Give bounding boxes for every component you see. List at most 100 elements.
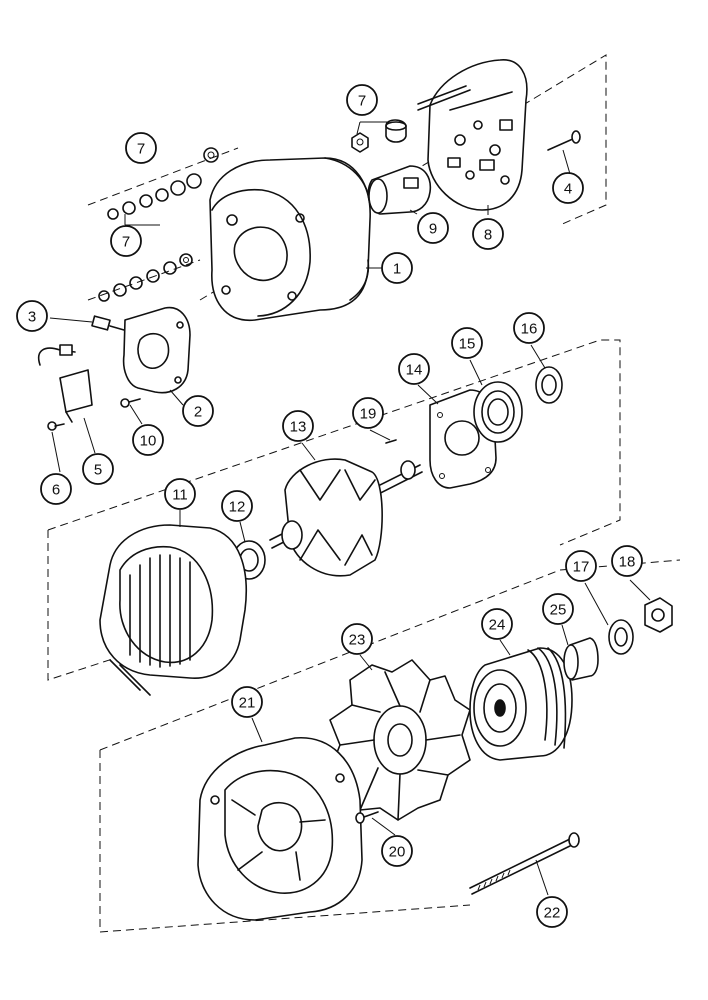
regulator [122,306,191,394]
callout-c19: 19 [352,397,384,429]
callout-number: 19 [360,406,377,423]
callout-c12: 12 [221,490,253,522]
callout-c24: 24 [481,608,513,640]
screw-part-6 [47,421,65,431]
callout-c8: 8 [472,218,504,250]
rotor [269,458,423,577]
callout-c14: 14 [398,353,430,385]
through-bolt [469,832,580,895]
callout-c15: 15 [451,327,483,359]
callout-circle [182,395,214,427]
callout-circle [536,896,568,928]
callout-number: 12 [229,499,246,516]
callout-c7b: 7 [110,225,142,257]
callout-circle [282,410,314,442]
spacer-sleeve [563,637,599,681]
callout-circle [346,84,378,116]
callout-number: 8 [484,227,492,244]
callout-number: 1 [393,261,401,278]
callout-c25: 25 [542,593,574,625]
callout-circle [481,608,513,640]
slip-ring-end-housing [197,737,363,921]
callout-number: 7 [137,141,145,158]
callout-number: 15 [459,336,476,353]
callout-circle [231,686,263,718]
callout-number: 11 [172,487,188,504]
callout-circle [221,490,253,522]
callout-circle [132,424,164,456]
callout-circle [381,835,413,867]
screw-part-10 [120,398,141,408]
callout-number: 23 [349,632,366,649]
callout-c4: 4 [552,172,584,204]
callout-c21: 21 [231,686,263,718]
callout-c2: 2 [182,395,214,427]
callout-number: 18 [619,554,636,571]
leader-lines [49,121,651,896]
callout-circle [611,545,643,577]
callout-circle [40,473,72,505]
callout-circle [16,300,48,332]
screw-part-20 [355,811,379,824]
callout-circle [125,132,157,164]
callout-number: 13 [290,419,307,436]
cooling-fan [329,659,471,821]
callout-c13: 13 [282,410,314,442]
callout-circle [352,397,384,429]
sleeve [367,165,432,215]
callout-circle [398,353,430,385]
callout-c6: 6 [40,473,72,505]
callout-c10: 10 [132,424,164,456]
ball-bearing-large [473,381,523,443]
callout-number: 9 [429,221,437,238]
callout-circle [542,593,574,625]
hex-nut [644,597,673,633]
callout-circle [552,172,584,204]
rectifier-plate [417,59,528,211]
callout-circle [381,252,413,284]
callout-number: 7 [358,93,366,110]
callout-number: 7 [122,234,130,251]
terminal-nuts [351,119,407,153]
callout-circle [164,478,196,510]
callout-c7c: 7 [346,84,378,116]
callout-c20: 20 [381,835,413,867]
stator [99,524,248,696]
callout-circle [513,312,545,344]
callout-number: 4 [564,181,572,198]
washer-strip-upper [107,147,219,220]
callout-c5: 5 [82,453,114,485]
lock-washer [608,619,634,655]
callout-c3: 3 [16,300,48,332]
washer-strip-lower [98,253,193,302]
callout-c22: 22 [536,896,568,928]
callout-circle [451,327,483,359]
callout-number: 22 [544,905,561,922]
callout-c18: 18 [611,545,643,577]
callout-number: 24 [489,617,506,634]
callout-number: 20 [389,844,406,861]
capacitor [38,344,93,423]
callout-c7a: 7 [125,132,157,164]
brush-connector [91,315,125,331]
screw-part-4 [547,130,581,151]
spacer-washer [535,366,563,404]
callout-number: 3 [28,309,36,326]
drive-end-housing [209,157,371,321]
callout-circle [82,453,114,485]
callout-c16: 16 [513,312,545,344]
callout-number: 6 [52,482,60,499]
callout-c9: 9 [417,212,449,244]
callout-number: 2 [194,404,202,421]
callout-number: 17 [573,559,590,576]
callout-number: 10 [140,433,157,450]
callout-c23: 23 [341,623,373,655]
callout-circle [417,212,449,244]
callout-circle [565,550,597,582]
callout-circle [472,218,504,250]
callout-circle [110,225,142,257]
pulley [469,647,573,761]
woodruff-key [385,439,397,444]
